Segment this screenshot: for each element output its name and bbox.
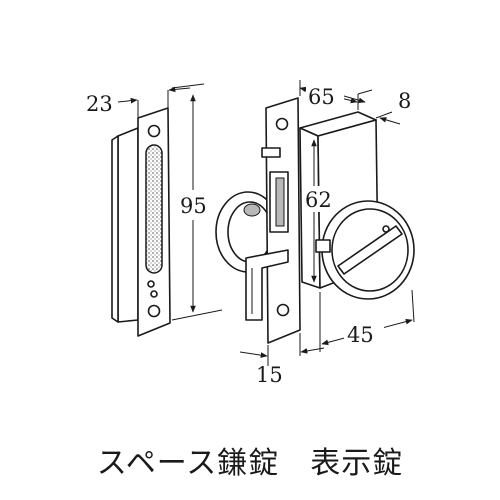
- product-caption: スペース鎌錠 表示錠: [0, 438, 500, 481]
- dim-front-plate-width: 23: [86, 86, 191, 118]
- dim-label-65: 65: [308, 85, 335, 109]
- dim-label-23: 23: [86, 92, 113, 116]
- hook-latch: [245, 249, 289, 321]
- dim-backset: 62: [302, 139, 338, 283]
- dim-case-depth: 65: [299, 80, 359, 110]
- lock-body: [215, 97, 415, 344]
- dim-label-95: 95: [180, 194, 207, 218]
- top-screw-hole: [275, 117, 289, 131]
- product-variant: 表示錠: [310, 446, 404, 481]
- dim-label-15: 15: [256, 363, 283, 387]
- dim-face-width: 15: [239, 333, 325, 387]
- top-screw-hole: [147, 124, 161, 138]
- dim-label-45: 45: [347, 323, 374, 347]
- dim-label-62: 62: [305, 188, 332, 212]
- pin-icon: [150, 290, 158, 298]
- dim-case-height: 95: [171, 83, 223, 321]
- dim-knob-offset: 45: [319, 289, 415, 352]
- strike-plate: [111, 107, 171, 337]
- dim-label-8: 8: [398, 89, 411, 113]
- latch-slot: [145, 144, 163, 274]
- bottom-screw-hole: [276, 303, 290, 317]
- pin-icon: [147, 280, 155, 288]
- product-name: スペース鎌錠: [96, 446, 280, 481]
- bottom-screw-hole: [147, 304, 161, 318]
- dim-thickness: 8: [343, 89, 411, 125]
